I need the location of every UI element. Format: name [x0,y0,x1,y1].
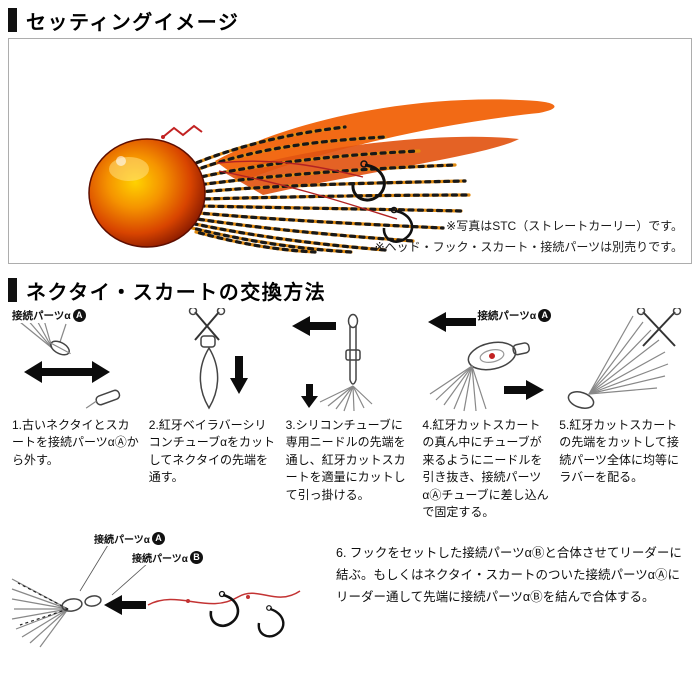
step-6-drawing [11,545,301,648]
connector-part-shape [567,391,595,409]
section-title-setting-image: セッティングイメージ [26,11,240,34]
skirt-strands [588,315,669,395]
skirt-strands [319,385,373,412]
down-arrow-icon [229,356,248,394]
caption-line-1: ※写真はSTC（ストレートカーリー）です。 [446,219,683,234]
hook-icon [209,591,285,638]
tairaba-lure-photo [67,45,587,262]
section-marker-icon [8,278,17,302]
skirt-strands [19,312,53,349]
section-header-replacement: ネクタイ・スカートの交換方法 [8,276,692,304]
connector-label-text: 接続パーツα [477,310,537,322]
step-6-text: 6. フックをセットした接続パーツαⒷと合体させてリーダーに結ぶ。もしくはネクタ… [336,546,682,605]
badge-b-icon: B [189,551,203,565]
caption-line-2: ※ヘッド・フック・スカート・接続パーツは別売りです。 [374,239,683,254]
step-2-drawing [188,308,248,410]
section-title-replacement: ネクタイ・スカートの交換方法 [26,281,327,304]
down-arrow-icon [300,384,318,408]
tube-shape [344,349,361,361]
step-1-drawing [19,312,121,409]
step-4-drawing [428,312,545,412]
step-2-illustration [149,308,278,412]
step-5-illustration [559,308,688,412]
connector-part-shape [468,341,531,371]
tairaba-lure-illustration [88,99,555,254]
step-2-text: 2.紅牙ベイラバーシリコンチューブαをカットしてネクタイの先端を通す。 [148,418,276,485]
connector-part-shape [61,595,102,613]
lure-head [88,138,206,248]
photo-captions: ※写真はSTC（ストレートカーリー）です。 ※ヘッド・フック・スカート・接続パー… [375,216,683,257]
left-arrow-icon [291,316,336,336]
step-3-illustration [286,308,415,412]
badge-a-icon: A [72,309,86,322]
needle-icon [347,313,358,385]
step-5-text: 5.紅牙カットスカートの先端をカットして接続パーツ全体に均等にラバーを配る。 [559,418,679,485]
necktie-shape [199,346,219,410]
left-arrow-icon [428,312,477,332]
skirt-strands [11,578,69,648]
metal-part-shape [85,389,121,409]
hook-icon [351,160,414,243]
step-1-text: 1.古いネクタイとスカートを接続パーツαⒶから外す。 [12,418,139,467]
step-2: 2.紅牙ベイラバーシリコンチューブαをカットしてネクタイの先端を通す。 [145,308,282,521]
badge-a-icon: A [538,309,552,322]
skirt-strands [430,365,487,412]
step-5: 5.紅牙カットスカートの先端をカットして接続パーツ全体に均等にラバーを配る。 [555,308,692,521]
connector-label-text: 接続パーツα [12,310,71,322]
scissors-icon [188,308,226,341]
section-header-setting-image: セッティングイメージ [8,6,692,34]
connector-label-text: 接続パーツα [132,554,188,566]
step-3: 3.シリコンチューブに専用ニードルの先端を通し、紅牙カットスカートを適量にカット… [282,308,419,521]
step-4-text: 4.紅牙カットスカートの真ん中にチューブが来るようにニードルを引き抜き、接続パー… [422,418,549,519]
step-3-drawing [291,313,373,412]
right-arrow-icon [504,380,545,400]
section-marker-icon [8,8,17,32]
scissors-icon [636,308,682,347]
product-photo-box: ※写真はSTC（ストレートカーリー）です。 ※ヘッド・フック・スカート・接続パー… [8,38,692,264]
leader-line [161,124,398,220]
tube-shape [200,335,216,348]
leader-line [147,590,301,607]
badge-a-icon: A [151,532,165,546]
step-5-drawing [567,308,682,409]
connector-part-shape [49,340,71,356]
step-3-text: 3.シリコンチューブに専用ニードルの先端を通し、紅牙カットスカートを適量にカット… [285,418,406,502]
double-arrow-icon [24,361,110,383]
connector-label-text: 接続パーツα [94,535,150,547]
left-arrow-icon [104,595,146,616]
